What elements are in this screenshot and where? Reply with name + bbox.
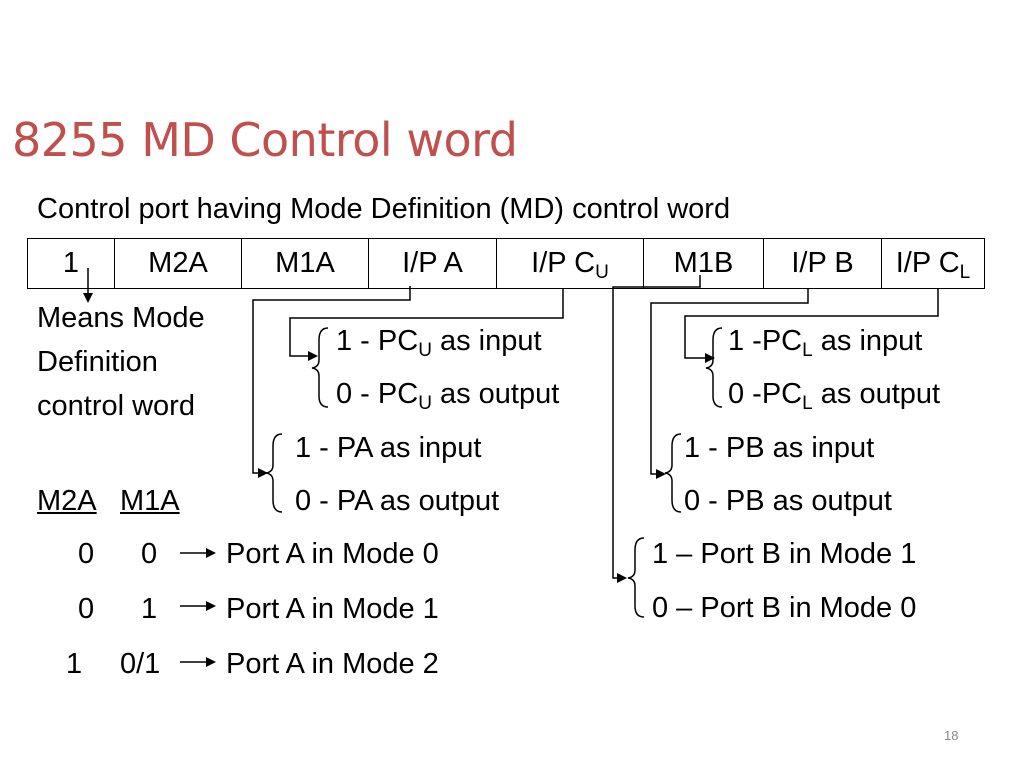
pa-input-text: 1 - PA as input (295, 432, 482, 464)
means-line-1: Means Mode (37, 302, 205, 334)
pcl-connector (684, 289, 939, 363)
m1b-connector (612, 275, 701, 583)
mode-row-1-text: Port A in Mode 1 (226, 593, 439, 625)
pb-output-text: 0 - PB as output (684, 485, 892, 517)
mode-row-1-m2a: 0 (78, 593, 95, 625)
portb-mode0-text: 0 – Port B in Mode 0 (652, 592, 917, 624)
bit-d2: M1B (643, 238, 764, 289)
pcl-output-text: 0 -PCL as output (728, 378, 941, 414)
means-line-3: control word (37, 390, 195, 422)
mode-row-2-text: Port A in Mode 2 (226, 648, 439, 680)
page-number: 18 (944, 728, 959, 743)
pb-brace (664, 433, 682, 513)
mode-header-m2a: M2A (37, 485, 97, 517)
mode-row-0-m2a: 0 (78, 538, 95, 570)
mode-row-2-m1a: 0/1 (120, 648, 161, 680)
pcl-input-text: 1 -PCL as input (728, 325, 923, 361)
bit-d0: I/P CL (881, 238, 985, 289)
mode-header-m1a: M1A (120, 485, 180, 517)
pa-connector (252, 286, 411, 478)
bit-d7: 1 (27, 238, 115, 289)
pb-connector (650, 289, 809, 479)
bit-d4: I/P A (368, 238, 497, 289)
pcu-connector (289, 289, 564, 361)
mode-row-2-m2a: 1 (66, 648, 83, 680)
pcu-output-text: 0 - PCU as output (336, 378, 560, 414)
control-word-table: 1 M2A M1A I/P A I/P CU M1B I/P B I/P CL (27, 238, 985, 289)
mode-row-0-m1a: 0 (141, 538, 158, 570)
pb-input-text: 1 - PB as input (684, 432, 875, 464)
control-word-row: 1 M2A M1A I/P A I/P CU M1B I/P B I/P CL (27, 238, 985, 289)
means-line-2: Definition (37, 346, 158, 378)
bit-d3: I/P CU (496, 238, 644, 289)
pcu-brace (311, 327, 329, 408)
pa-output-text: 0 - PA as output (295, 485, 500, 517)
bit-d5: M1A (241, 238, 369, 289)
mode-row-1-m1a: 1 (141, 593, 158, 625)
bit-d1: I/P B (763, 238, 882, 289)
page-title: 8255 MD Control word (12, 113, 518, 167)
pcu-input-text: 1 - PCU as input (336, 325, 542, 361)
portb-mode1-text: 1 – Port B in Mode 1 (652, 538, 917, 570)
slide-subtitle: Control port having Mode Definition (MD)… (37, 193, 731, 225)
pa-brace (265, 433, 283, 513)
pcl-brace (705, 327, 723, 408)
portb-brace (627, 537, 645, 618)
mode-row-0-text: Port A in Mode 0 (226, 538, 439, 570)
